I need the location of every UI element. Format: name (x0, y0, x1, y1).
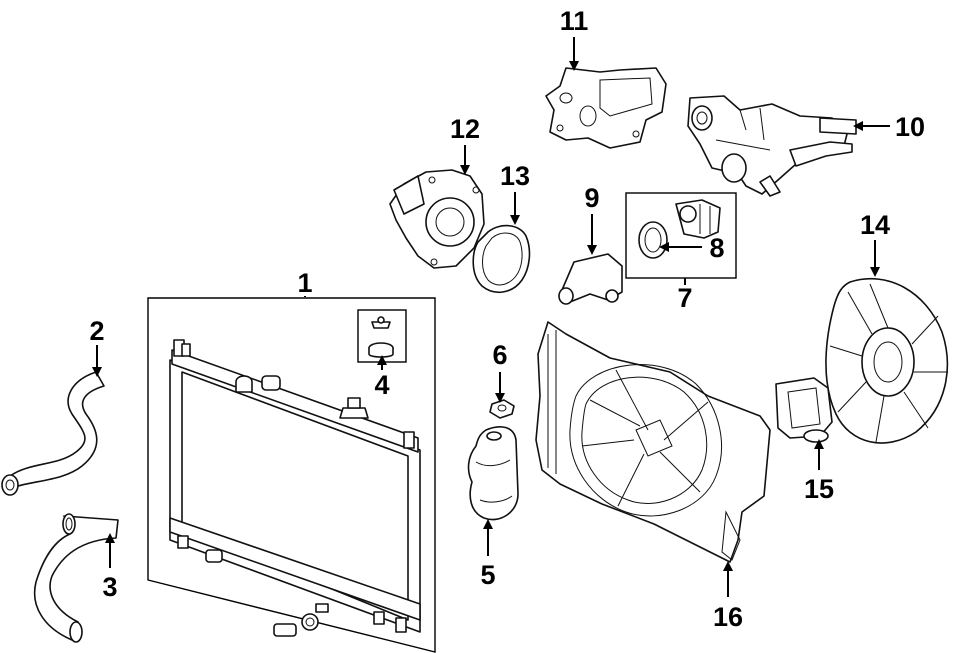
nut-icon[interactable] (489, 399, 515, 419)
callout-2[interactable]: 2 (89, 316, 104, 346)
water-outlet-icon[interactable] (687, 95, 857, 197)
radiator-icon[interactable] (147, 297, 436, 653)
callout-10[interactable]: 10 (895, 112, 925, 142)
reservoir-tank-icon[interactable] (467, 426, 519, 521)
callout-6[interactable]: 6 (492, 340, 507, 370)
thermostat-group-box (625, 192, 737, 279)
callout-4[interactable]: 4 (374, 370, 389, 400)
callout-16[interactable]: 16 (713, 602, 743, 632)
callout-5[interactable]: 5 (480, 560, 495, 590)
fan-shroud-icon[interactable] (535, 321, 771, 563)
callout-8[interactable]: 8 (709, 233, 724, 263)
fan-blade-icon[interactable] (825, 277, 949, 444)
callout-arrows (92, 37, 890, 597)
thermostat-kit-icon[interactable] (625, 192, 737, 279)
fan-motor-icon[interactable] (775, 377, 833, 443)
radiator-group-box (147, 297, 436, 653)
callout-9[interactable]: 9 (584, 183, 599, 213)
callout-1[interactable]: 1 (297, 268, 312, 298)
gasket-plate-icon[interactable] (545, 67, 667, 149)
callout-numbers: 1 2 3 4 5 6 7 8 9 10 11 12 13 14 15 16 (89, 6, 925, 632)
callout-11[interactable]: 11 (560, 6, 589, 36)
thermostat-icon[interactable] (638, 199, 721, 259)
radiator-cap-icon[interactable] (357, 309, 407, 363)
callout-14[interactable]: 14 (860, 210, 890, 240)
callout-7[interactable]: 7 (677, 283, 692, 313)
callout-3[interactable]: 3 (102, 572, 117, 602)
callout-15[interactable]: 15 (804, 474, 834, 504)
thermostat-housing-icon[interactable] (558, 253, 623, 305)
pump-gasket-icon[interactable] (472, 224, 531, 293)
callout-12[interactable]: 12 (450, 114, 480, 144)
upper-hose-icon[interactable] (1, 371, 105, 496)
lower-hose-icon[interactable] (33, 513, 119, 643)
water-pump-icon[interactable] (389, 169, 485, 269)
callout-13[interactable]: 13 (500, 161, 530, 191)
